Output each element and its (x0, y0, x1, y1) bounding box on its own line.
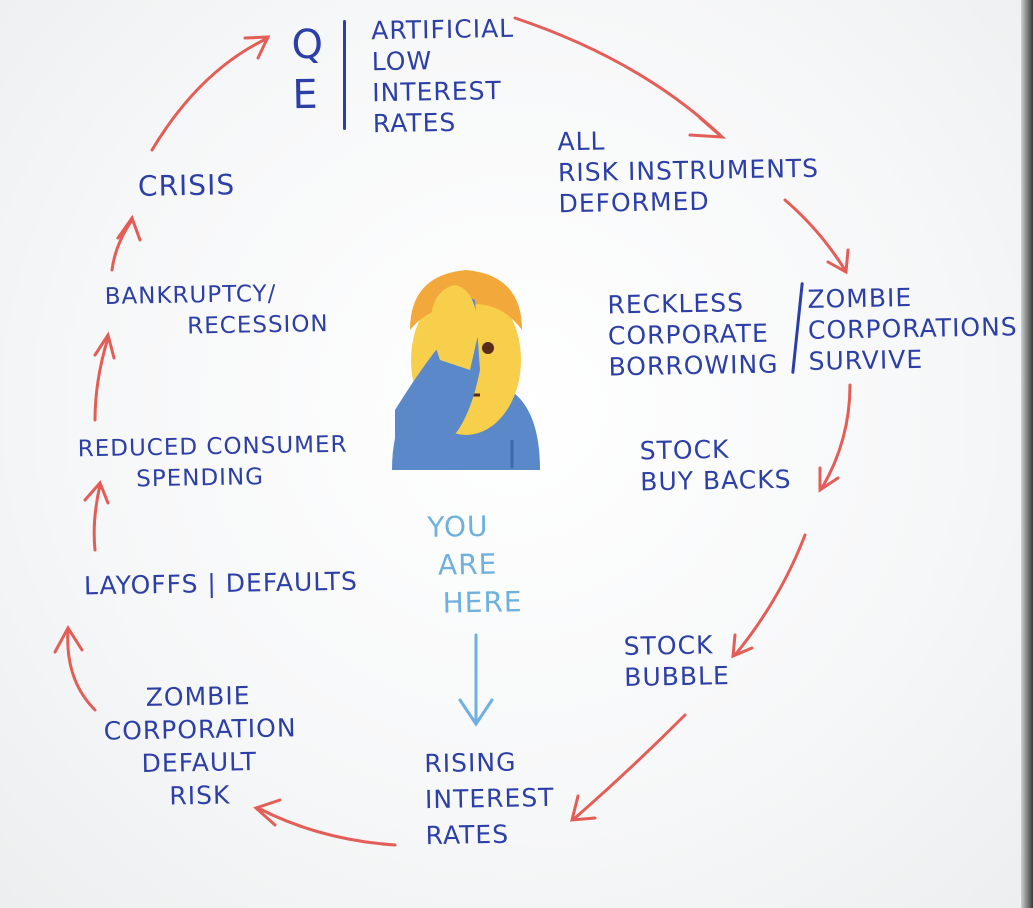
text-line: Layoffs | Defaults (83, 566, 359, 601)
arrow-zombie-to-buyback (818, 383, 852, 493)
text-line: Crisis (137, 168, 236, 203)
arrow-qe-to-risk (513, 16, 727, 139)
stock-buy-backs: Stock Buy Backs (639, 433, 791, 498)
facepalm-emoji-icon (392, 270, 540, 470)
text-line: Deformed (558, 186, 710, 219)
arrow-crisis-to-qe (150, 35, 271, 152)
bankruptcy-recession: Bankruptcy/ Recession (104, 278, 329, 344)
qe-label: Q E (291, 20, 324, 121)
text-line: Rates (372, 107, 457, 139)
reduced-consumer-spending: Reduced Consumer Spending (77, 430, 348, 497)
arrow-buyback-to-bubble (731, 533, 807, 659)
arrow-bankruptcy-to-crisis (110, 214, 142, 272)
text-line: Recession (187, 311, 329, 340)
you-are-here-arrow (458, 633, 494, 727)
zombie-corporations-survive: Zombie Corporations Survive (807, 280, 1018, 377)
arrow-zombie-to-layoffs (53, 625, 97, 712)
text-line: Borrowing (608, 349, 779, 382)
text-line: Zombie (145, 681, 251, 712)
text-line: Artificial (370, 13, 515, 46)
risk-instruments-deformed: All Risk Instruments Deformed (557, 122, 820, 220)
text-line: Reckless (607, 288, 745, 320)
artificial-low-rates: Artificial Low Interest Rates (371, 13, 516, 139)
text-line: Bankruptcy/ (104, 280, 277, 310)
text-line: Stock (623, 630, 714, 661)
text-line: All (557, 126, 606, 157)
zombie-default-risk: Zombie Corporation Default Risk (103, 678, 297, 813)
rising-interest-rates: Rising Interest Rates (424, 744, 555, 854)
qe-q: Q (291, 21, 324, 69)
text-line: Survive (808, 344, 924, 376)
crisis: Crisis (137, 168, 236, 203)
arrow-layoffs-to-spending (83, 480, 110, 552)
text-line: Corporate (607, 318, 770, 351)
text-line: Default (141, 746, 258, 779)
divider (343, 20, 346, 130)
qe-e: E (292, 71, 319, 119)
text-line: Rates (425, 819, 510, 851)
text-line: Corporations (807, 312, 1018, 345)
text-line: Reduced Consumer (77, 431, 348, 463)
text-line: Interest (424, 782, 555, 815)
text-line: Interest (372, 75, 502, 108)
text-line: Here (442, 585, 523, 620)
text-line: You (427, 509, 489, 544)
text-line: Risk (169, 780, 231, 811)
text-line: Low (371, 46, 433, 77)
text-line: Buy Backs (640, 464, 792, 497)
text-line: Are (437, 547, 498, 582)
you-are-here: You Are Here (427, 507, 523, 623)
reckless-borrowing: Reckless Corporate Borrowing (607, 287, 779, 383)
text-line: Bubble (624, 661, 730, 692)
text-line: Stock (639, 434, 730, 466)
text-line: Corporation (103, 713, 297, 746)
arrow-risk-to-reckless (783, 198, 850, 275)
layoffs-defaults: Layoffs | Defaults (84, 566, 358, 602)
text-line: Zombie (807, 283, 913, 314)
text-line: Spending (136, 464, 265, 493)
whiteboard-edge (1021, 0, 1033, 908)
text-line: Rising (424, 747, 517, 779)
stock-bubble: Stock Bubble (623, 629, 730, 693)
arrow-rising-to-zombie (253, 798, 397, 847)
text-line: Risk Instruments (557, 153, 820, 188)
arrow-bubble-to-rising (570, 713, 687, 822)
arrow-spending-to-bankruptcy (93, 331, 116, 422)
